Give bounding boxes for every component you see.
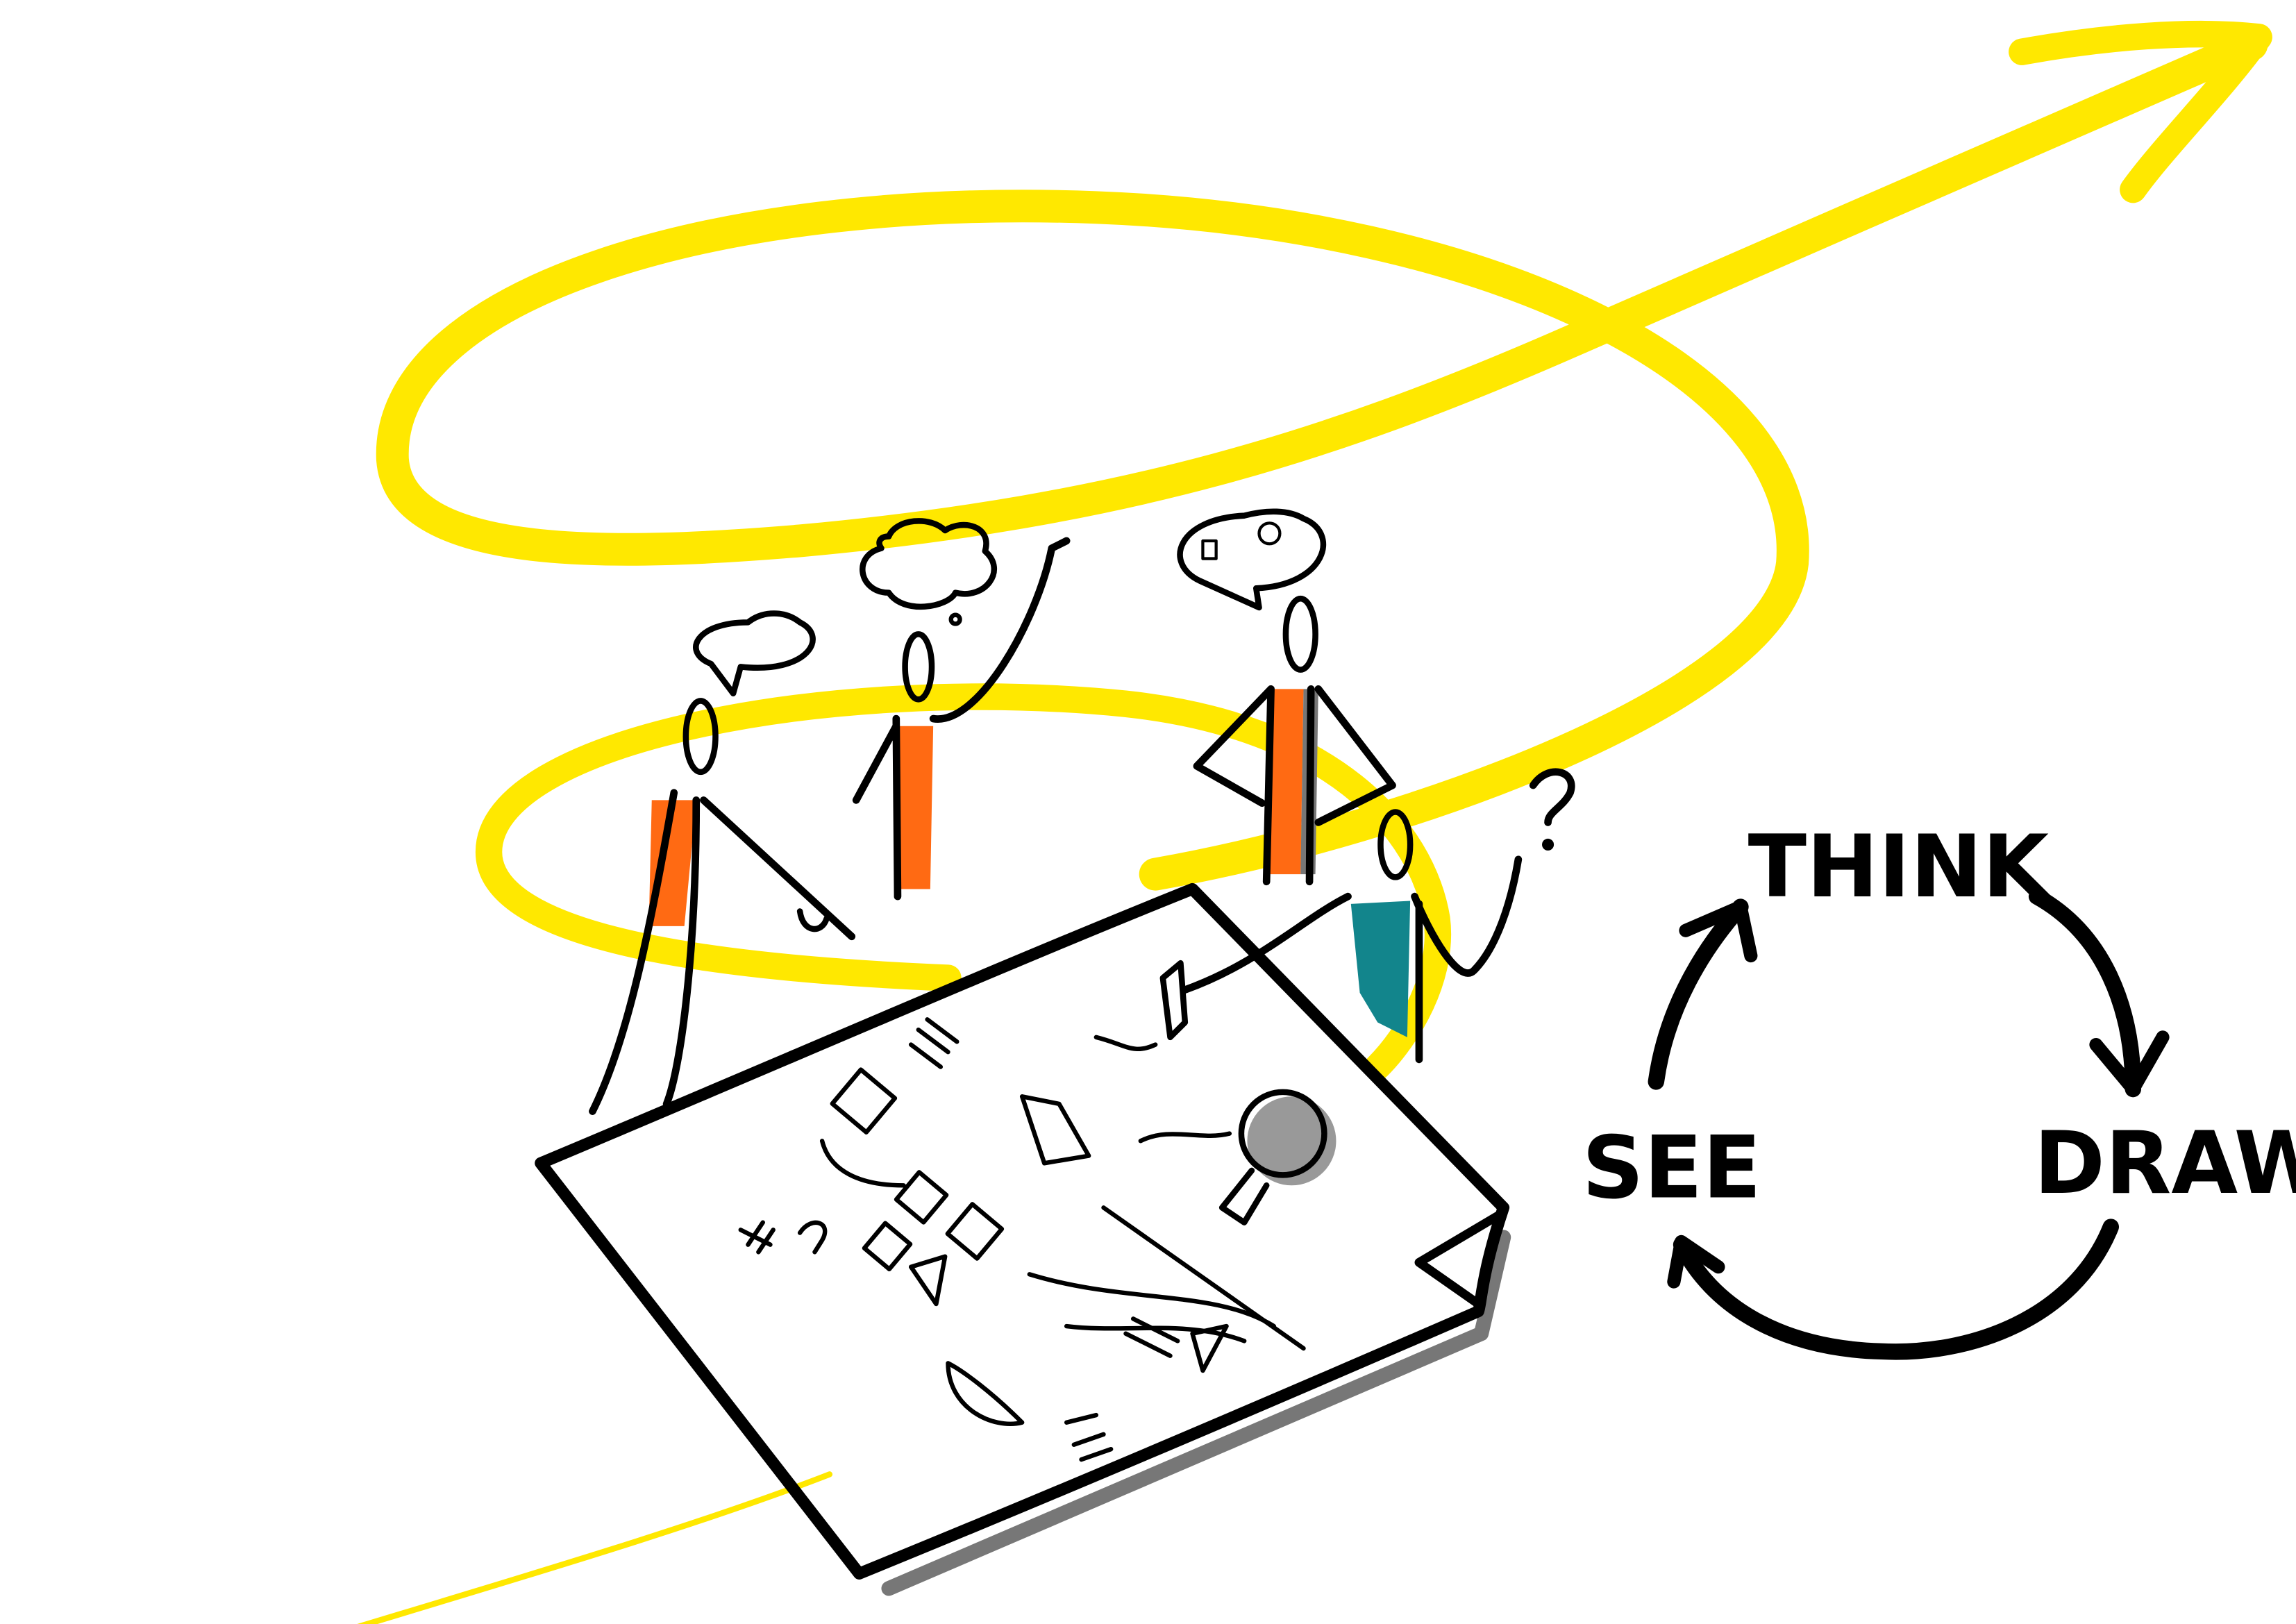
cycle-arrow-icon <box>1648 898 1749 1090</box>
person-3 <box>1177 508 1396 886</box>
cycle-step-think: THINK <box>1748 817 2052 917</box>
person-1 <box>589 610 856 1115</box>
lightbulb-icon <box>1218 1089 1336 1225</box>
spiral-arrow-icon <box>357 20 2272 1624</box>
cycle-step-see: SEE <box>1582 1118 1761 1218</box>
question-mark-icon <box>1529 768 1575 851</box>
cycle-arrow-icon <box>2028 888 2142 1098</box>
speech-bubble-icon <box>693 610 816 697</box>
person-2 <box>852 518 1071 901</box>
cycle-arrow-icon <box>1673 1219 2120 1360</box>
cycle-step-draw: DRAW <box>2034 1114 2296 1214</box>
see-think-draw-cycle: THINK DRAW SEE <box>1582 817 2296 1360</box>
paper-sheet-icon <box>535 882 1511 1596</box>
thought-bubble-icon <box>860 518 997 626</box>
speech-bubble-icon <box>1177 508 1327 611</box>
person-4 <box>1181 768 1575 1064</box>
